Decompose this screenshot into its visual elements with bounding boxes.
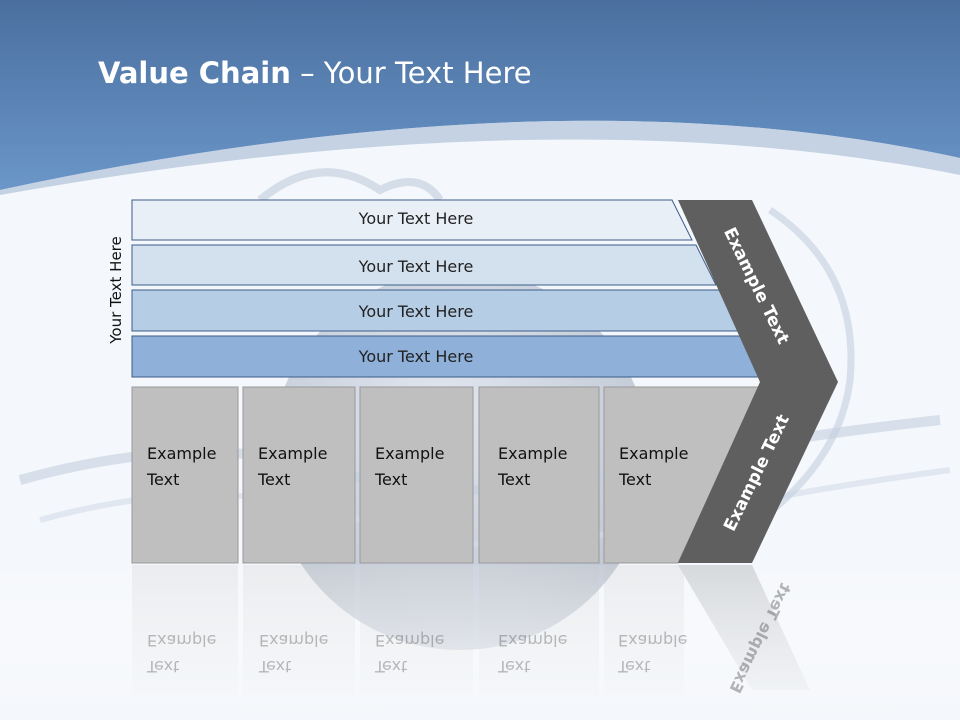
- reflection-text-5-line2: Text: [618, 657, 651, 676]
- title-rest: – Your Text Here: [290, 56, 532, 90]
- column-1-box: Example Text: [132, 387, 238, 563]
- column-3: [359, 386, 474, 564]
- reflection-text-4: Text Example: [498, 627, 567, 679]
- column-3-line1: Example: [375, 444, 445, 463]
- column-5-text: Example Text: [619, 441, 719, 493]
- reflection-text-3: Text Example: [375, 627, 444, 679]
- slide-title: Value Chain – Your Text Here: [98, 56, 532, 90]
- column-5-line1: Example: [619, 444, 689, 463]
- column-4-box: Example Text: [479, 387, 599, 563]
- bar-2-label: Your Text Here: [358, 257, 474, 276]
- column-4-line2: Text: [498, 470, 531, 489]
- column-3-line2: Text: [375, 470, 408, 489]
- bar-4-label: Your Text Here: [358, 347, 474, 366]
- chevron-arrow: [678, 200, 838, 563]
- reflection-text-chevron: Example Text: [725, 580, 796, 697]
- bar-1: [131, 199, 693, 241]
- column-1: [131, 386, 239, 564]
- reflection-text-area: Text Example Text Example Text Example T…: [0, 565, 960, 720]
- column-5-box: Example Text: [604, 387, 754, 563]
- reflection-text-4-line2: Text: [498, 657, 531, 676]
- column-1-text: Example Text: [147, 441, 247, 493]
- column-1-line2: Text: [147, 470, 180, 489]
- reflection-text-5: Text Example: [618, 627, 687, 679]
- column-2-text: Example Text: [258, 441, 358, 493]
- reflection-text-1: Text Example: [147, 627, 216, 679]
- reflection-text-5-line1: Example: [618, 631, 688, 650]
- bar-2: [131, 244, 717, 286]
- column-2-line1: Example: [258, 444, 328, 463]
- column-2-box: Example Text: [243, 387, 355, 563]
- reflection-text-3-line1: Example: [375, 631, 445, 650]
- bar-3-label: Your Text Here: [358, 302, 474, 321]
- title-bold: Value Chain: [98, 56, 291, 90]
- reflection-text-1-line1: Example: [147, 631, 217, 650]
- reflection-text-1-line2: Text: [147, 657, 180, 676]
- column-1-line1: Example: [147, 444, 217, 463]
- header-swoosh: [0, 120, 960, 195]
- column-2: [242, 386, 356, 564]
- column-4-line1: Example: [498, 444, 568, 463]
- reflection-text-3-line2: Text: [375, 657, 408, 676]
- column-4: [478, 386, 600, 564]
- reflection-text-2-line1: Example: [259, 631, 329, 650]
- reflection-text-2-line2: Text: [259, 657, 292, 676]
- column-2-line2: Text: [258, 470, 291, 489]
- reflection-text-4-line1: Example: [498, 631, 568, 650]
- reflection-text-2: Text Example: [259, 627, 328, 679]
- column-5-line2: Text: [619, 470, 652, 489]
- column-3-box: Example Text: [360, 387, 473, 563]
- side-label: Your Text Here: [107, 236, 125, 344]
- header-band: [0, 0, 960, 190]
- bar-1-label: Your Text Here: [358, 209, 474, 228]
- column-4-text: Example Text: [498, 441, 598, 493]
- column-3-text: Example Text: [375, 441, 475, 493]
